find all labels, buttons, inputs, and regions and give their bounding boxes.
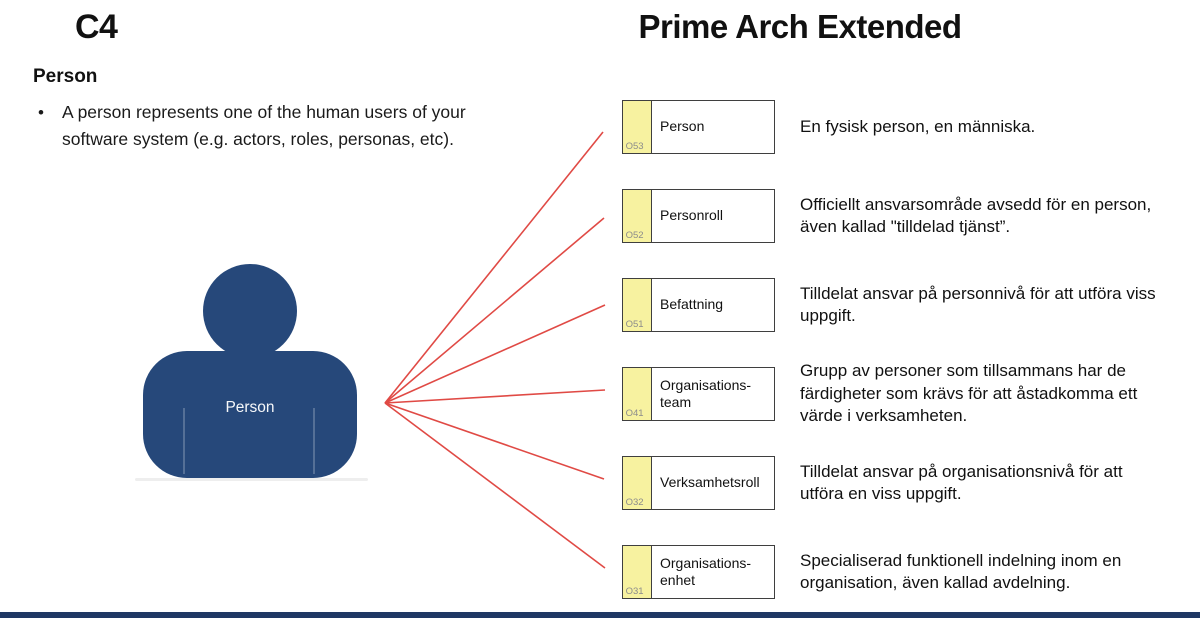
code-tab: O51 xyxy=(621,277,652,333)
person-arm-line xyxy=(183,408,185,474)
concept-box: O32 Verksamhetsroll xyxy=(621,455,775,511)
code-label: O32 xyxy=(625,497,644,509)
bullet-text: A person represents one of the human use… xyxy=(62,102,466,149)
concept-description: Specialiserad funktionell indelning inom… xyxy=(800,550,1122,592)
connector-line xyxy=(384,402,606,569)
code-tab: O41 xyxy=(621,366,652,422)
concept-row: O41 Organisations- team Grupp av persone… xyxy=(621,361,1200,426)
concept-label: Verksamhetsroll xyxy=(660,474,760,491)
code-label: O31 xyxy=(625,586,644,598)
code-label: O41 xyxy=(625,408,644,420)
code-tab: O53 xyxy=(621,99,652,155)
concept-box: O52 Personroll xyxy=(621,188,775,244)
concept-description: En fysisk person, en människa. xyxy=(800,116,1036,136)
concept-row: O51 Befattning Tilldelat ansvar på perso… xyxy=(621,277,1200,333)
concept-box: O51 Befattning xyxy=(621,277,775,333)
concept-description: Officiellt ansvarsområde avsedd för en p… xyxy=(800,194,1152,236)
connector-line xyxy=(384,217,605,404)
code-label: O53 xyxy=(625,141,644,153)
section-heading-person: Person xyxy=(33,66,98,87)
code-tab: O31 xyxy=(621,544,652,600)
concept-row: O31 Organisations- enhet Specialiserad f… xyxy=(621,544,1200,600)
slide-title-main: Prime Arch Extended xyxy=(638,8,962,45)
bullet-item: • A person represents one of the human u… xyxy=(38,99,538,153)
figure-shadow xyxy=(135,478,368,481)
concept-box: O31 Organisations- enhet xyxy=(621,544,775,600)
code-label: O51 xyxy=(625,319,644,331)
concept-label: Person xyxy=(660,118,705,135)
code-label: O52 xyxy=(625,230,644,242)
connector-line xyxy=(384,389,606,404)
code-tab: O32 xyxy=(621,455,652,511)
connector-line xyxy=(384,402,605,480)
bullet-marker: • xyxy=(38,103,44,122)
concept-row: O52 Personroll Officiellt ansvarsområde … xyxy=(621,188,1200,244)
concept-label: Personroll xyxy=(660,207,724,224)
concept-label: Organisations- enhet xyxy=(660,554,752,589)
concept-label: Befattning xyxy=(660,296,724,313)
concept-description: Grupp av personer som tillsammans har de… xyxy=(800,361,1138,426)
bottom-accent-bar xyxy=(0,612,1200,618)
person-figure-label: Person xyxy=(225,399,275,416)
concept-row: O32 Verksamhetsroll Tilldelat ansvar på … xyxy=(621,455,1200,511)
connector-line xyxy=(384,304,606,404)
connector-line xyxy=(384,131,604,404)
person-arm-line xyxy=(313,408,315,474)
concept-box: O53 Person xyxy=(621,99,775,155)
concept-row: O53 Person En fysisk person, en människa… xyxy=(621,99,1200,155)
concept-description: Tilldelat ansvar på organisationsnivå fö… xyxy=(800,461,1123,503)
code-tab: O52 xyxy=(621,188,652,244)
concept-label: Organisations- team xyxy=(660,376,752,411)
slide-title-c4: C4 xyxy=(75,8,118,46)
person-figure-body: Person xyxy=(143,351,357,478)
person-figure-head xyxy=(203,264,297,358)
concept-box: O41 Organisations- team xyxy=(621,366,775,422)
concept-description: Tilldelat ansvar på personnivå för att u… xyxy=(800,283,1156,325)
